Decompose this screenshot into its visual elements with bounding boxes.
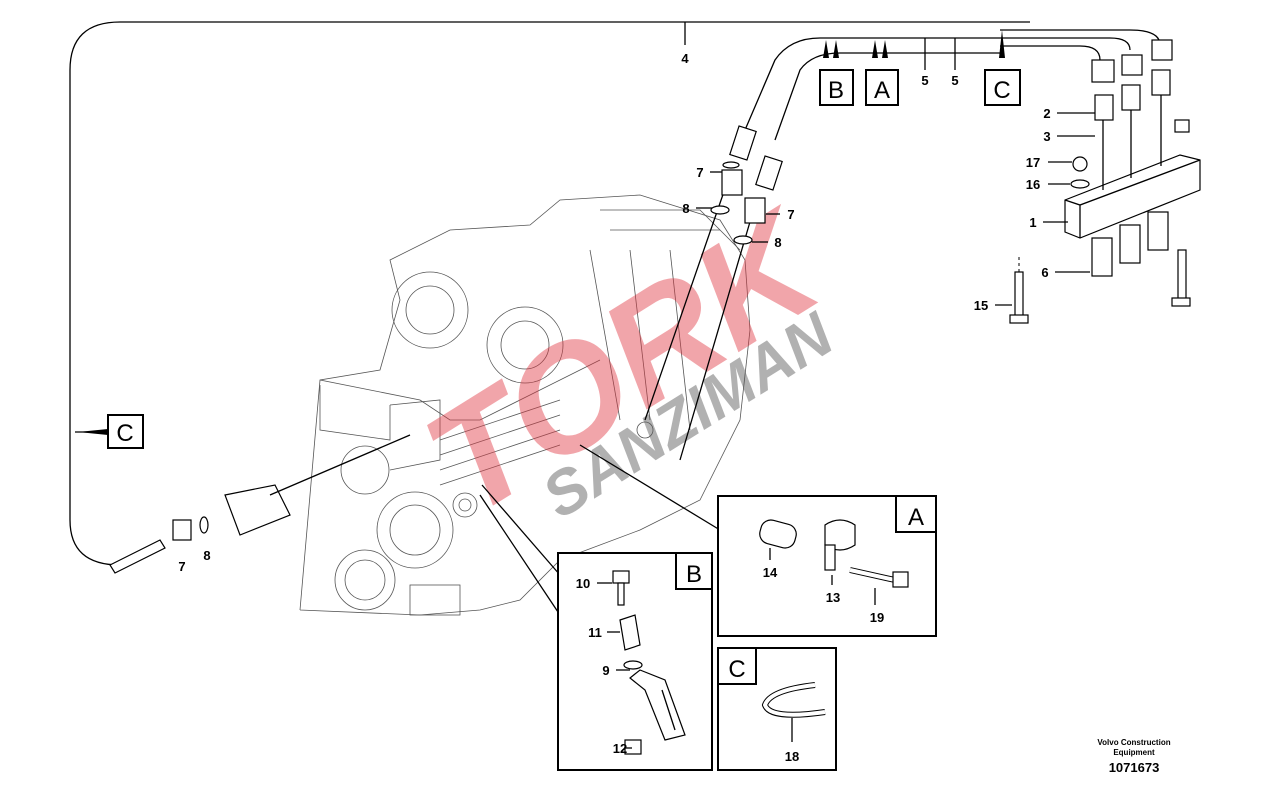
- callout-15: 15: [974, 298, 988, 313]
- callout-14: 14: [763, 565, 778, 580]
- svg-text:A: A: [908, 504, 924, 531]
- callout-16: 16: [1026, 177, 1040, 192]
- detail-panel-a: A: [717, 495, 937, 637]
- view-ref-c: C: [984, 69, 1021, 106]
- callout-6: 6: [1041, 265, 1048, 280]
- detail-panel-c: C: [717, 647, 837, 771]
- view-arrows: [78, 30, 1005, 435]
- svg-text:B: B: [828, 77, 844, 104]
- distribution-block: [1009, 39, 1201, 324]
- svg-text:C: C: [728, 656, 745, 683]
- callout-18: 18: [785, 749, 799, 764]
- callout-7: 7: [178, 559, 185, 574]
- callout-10: 10: [576, 576, 590, 591]
- callout-1: 1: [1029, 215, 1036, 230]
- callout-19: 19: [870, 610, 884, 625]
- callout-4: 4: [681, 51, 689, 66]
- callout-7: 7: [696, 165, 703, 180]
- callout-17: 17: [1026, 155, 1040, 170]
- svg-text:B: B: [686, 561, 702, 588]
- callout-9: 9: [602, 663, 609, 678]
- detail-panel-b: B: [557, 552, 713, 771]
- hose-fittings: [109, 125, 783, 574]
- watermark-logo: TORK SANZIMAN: [398, 176, 853, 547]
- svg-text:A: A: [874, 77, 890, 104]
- transmission-housing: [299, 194, 751, 616]
- drawing-number: 1071673: [1108, 760, 1160, 775]
- view-ref-c-left: C: [107, 414, 144, 449]
- callout-5: 5: [921, 73, 928, 88]
- view-ref-b: B: [819, 69, 854, 106]
- svg-text:C: C: [993, 77, 1010, 104]
- hydraulic-hoses: [69, 21, 1161, 566]
- callout-8: 8: [774, 235, 781, 250]
- callout-5: 5: [951, 73, 958, 88]
- callout-7: 7: [787, 207, 794, 222]
- callout-11: 11: [588, 625, 602, 640]
- company-name: Volvo Construction Equipment: [1097, 738, 1171, 757]
- callout-13: 13: [826, 590, 840, 605]
- callout-8: 8: [682, 201, 689, 216]
- callout-3: 3: [1043, 129, 1050, 144]
- view-ref-a: A: [865, 69, 899, 106]
- callout-labels: 4 5 5 2 3 17 16 1 6 15 7 8 7 8 7 8 10 11…: [178, 51, 1050, 764]
- svg-text:C: C: [116, 420, 133, 447]
- callout-12: 12: [613, 741, 627, 756]
- callout-8: 8: [203, 548, 210, 563]
- callout-2: 2: [1043, 106, 1050, 121]
